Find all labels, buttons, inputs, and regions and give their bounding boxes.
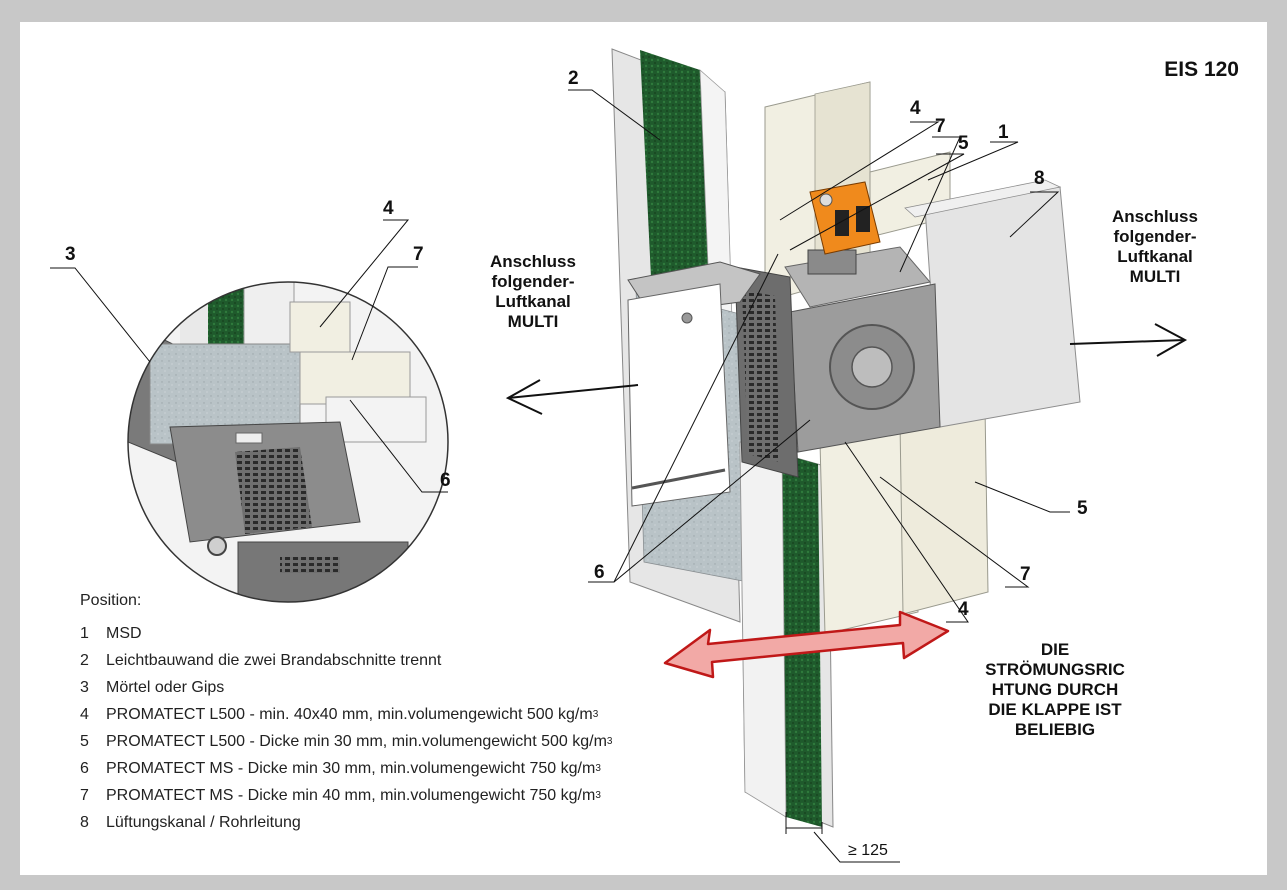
flow-direction-arrow	[663, 610, 950, 679]
connection-arrow-right	[1069, 323, 1188, 357]
connection-label-right: Anschluss folgender- Luftkanal MULTI	[1112, 207, 1198, 286]
dimension-line	[785, 812, 900, 863]
dimension-label: ≥ 125	[848, 842, 888, 859]
wall-edge-lower	[739, 441, 787, 818]
detail-callout-7: 7	[413, 244, 424, 265]
callout-5-bottom: 5	[1077, 498, 1088, 519]
legend-heading: Position:	[80, 592, 142, 609]
connection-arrow-left	[505, 379, 639, 415]
detail-callout-3: 3	[65, 244, 76, 265]
detail-callout-6: 6	[440, 470, 451, 491]
technical-drawing	[50, 48, 1188, 863]
callout-4-top: 4	[910, 98, 921, 119]
duct-right	[924, 186, 1081, 428]
actuator-base	[807, 249, 857, 275]
detail-circle-outline	[127, 281, 449, 603]
connection-label-left: Anschluss folgender- Luftkanal MULTI	[490, 252, 576, 331]
callout-5-top: 5	[958, 133, 969, 154]
leader-lines	[50, 89, 1070, 623]
fire-rating-title: EIS 120	[1164, 58, 1239, 81]
detail-callout-4: 4	[383, 198, 394, 219]
callout-8: 8	[1034, 168, 1045, 189]
callout-7-top: 7	[935, 116, 946, 137]
damper-grille	[742, 290, 780, 462]
detail-view	[128, 282, 448, 602]
callout-2: 2	[568, 68, 579, 89]
flow-direction-note: DIE STRÖMUNGSRIC HTUNG DURCH DIE KLAPPE …	[985, 640, 1125, 739]
damper-panel	[627, 283, 731, 507]
callout-6: 6	[594, 562, 605, 583]
wall-insulation-upper	[640, 50, 710, 314]
duct-right-top	[904, 179, 1062, 218]
callout-4-bottom: 4	[958, 599, 969, 620]
callout-1: 1	[998, 122, 1009, 143]
callout-7-bottom: 7	[1020, 564, 1031, 585]
board-bottom-right	[899, 406, 989, 615]
drawing-sheet: EIS 120 2 4 7 5 1 8 5 7 4 6 3 4 7 6 Ansc…	[20, 22, 1267, 875]
